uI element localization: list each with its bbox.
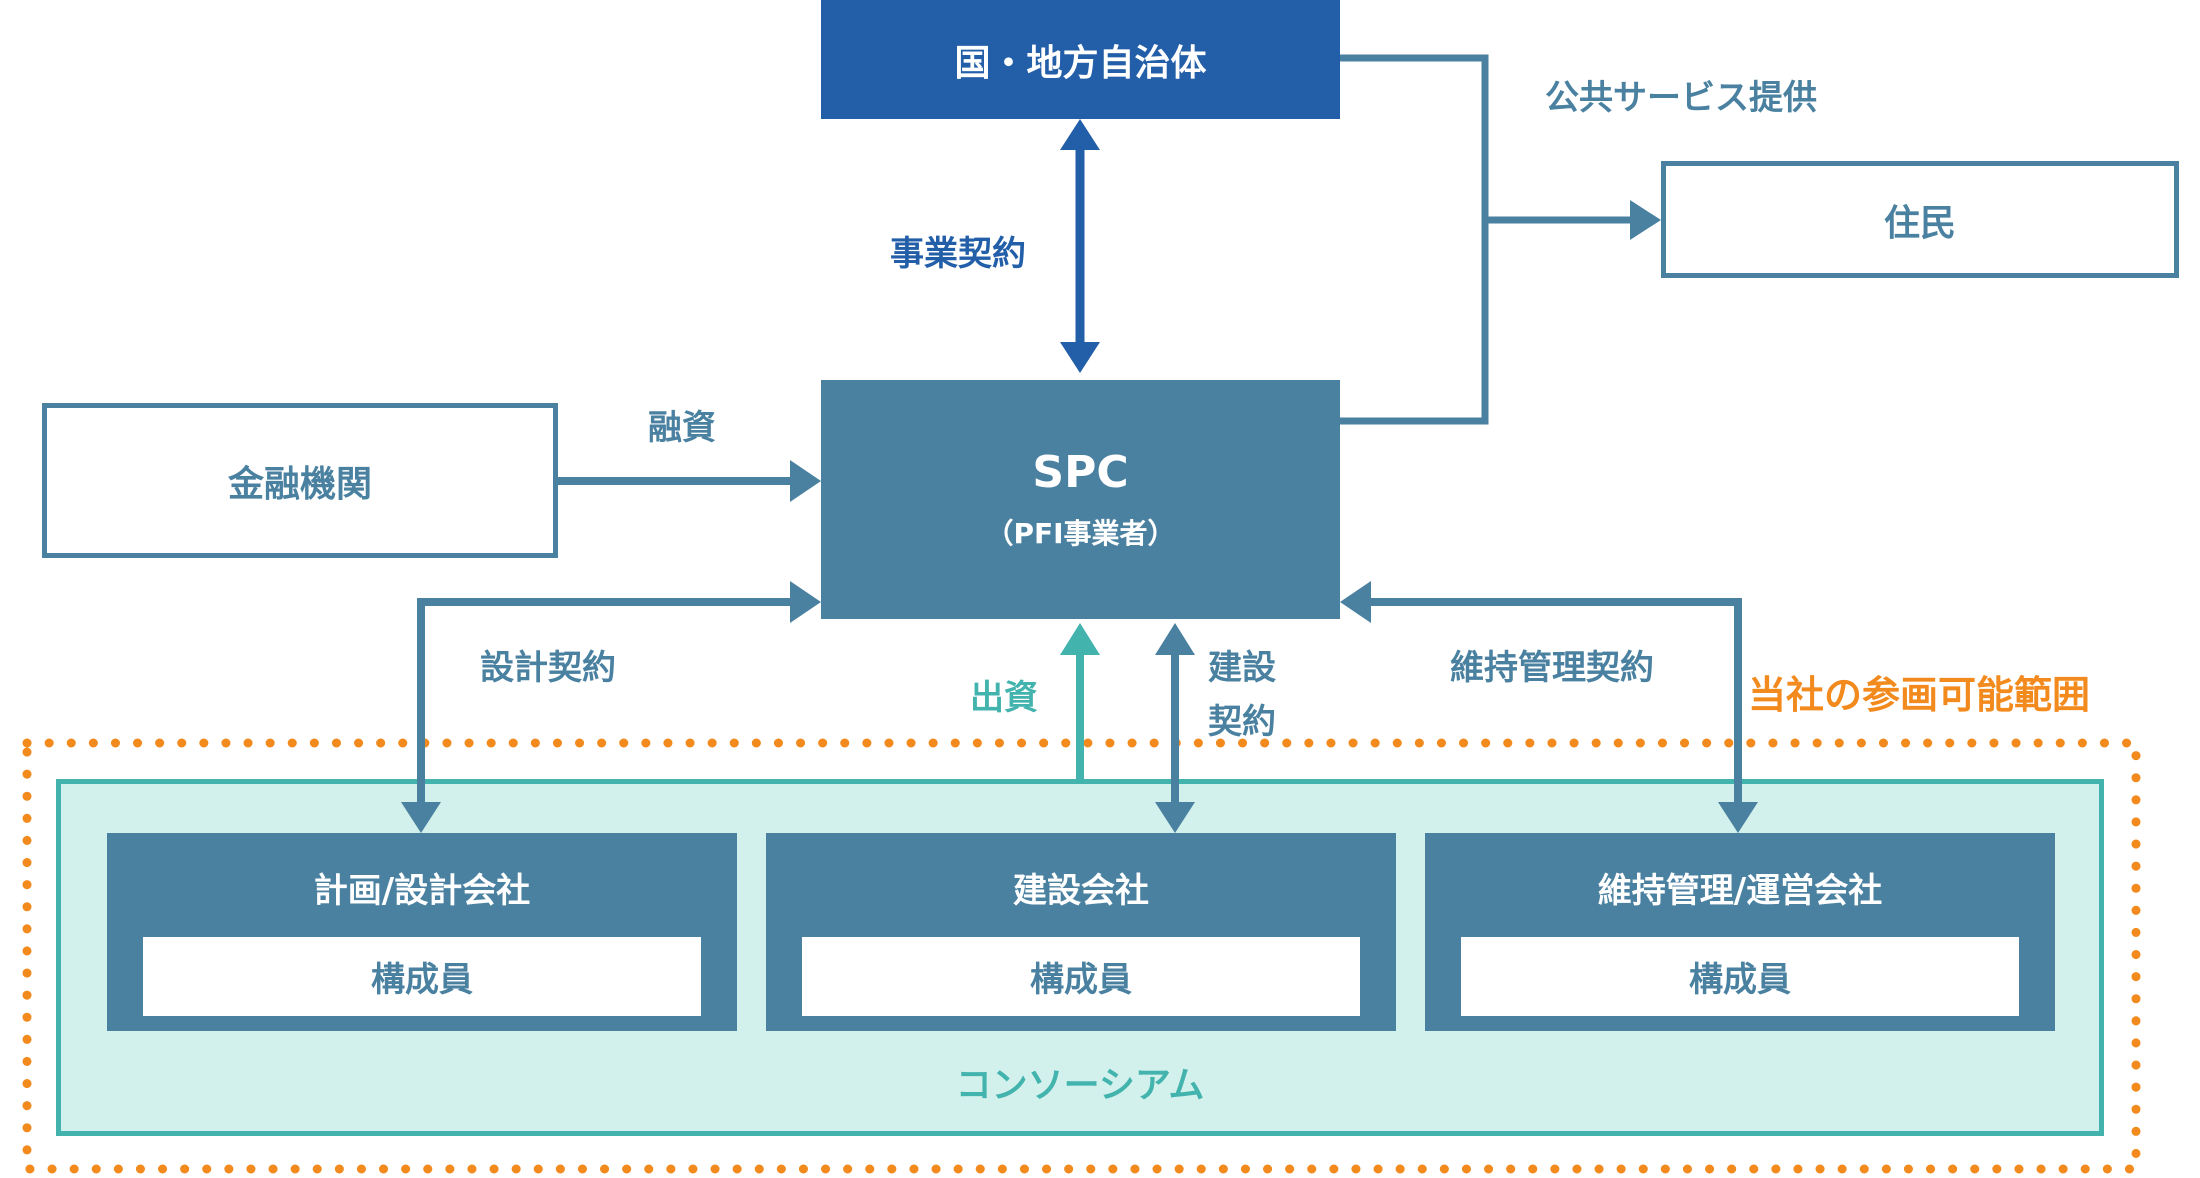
business-contract-label: 事業契約 [890, 234, 1026, 274]
company-name: 維持管理/運営会社 [1597, 871, 1883, 911]
construction-contract-arrow [1155, 623, 1195, 833]
company-construction: 建設会社 構成員 [766, 833, 1396, 1031]
investment-label: 出資 [970, 678, 1038, 718]
residents-node: 住民 [1661, 161, 2179, 278]
company-maintenance-operation: 維持管理/運営会社 構成員 [1425, 833, 2055, 1031]
member-box: 構成員 [143, 937, 701, 1016]
design-contract-arrow [401, 581, 821, 833]
member-box: 構成員 [802, 937, 1360, 1016]
construction-contract-label-2: 契約 [1208, 702, 1276, 742]
construction-contract-label-1: 建設 [1208, 648, 1276, 688]
government-node: 国・地方自治体 [821, 0, 1340, 119]
maintenance-contract-label: 維持管理契約 [1450, 648, 1654, 688]
business-contract-arrow [1060, 119, 1100, 373]
company-name: 建設会社 [1013, 871, 1149, 911]
public-service-arrow [1340, 54, 1661, 425]
consortium-label: コンソーシアム [955, 1065, 1205, 1106]
financing-label: 融資 [648, 408, 716, 448]
investment-arrow [1060, 623, 1100, 782]
participation-scope-label: 当社の参画可能範囲 [1748, 673, 2091, 717]
company-planning-design: 計画/設計会社 構成員 [107, 833, 737, 1031]
spc-node: SPC （PFI事業者） [821, 380, 1340, 619]
member-box: 構成員 [1461, 937, 2019, 1016]
financing-arrow [558, 460, 821, 502]
financial-institution-node: 金融機関 [42, 403, 558, 558]
design-contract-label: 設計契約 [480, 648, 616, 688]
public-service-label: 公共サービス提供 [1545, 78, 1817, 118]
spc-title: SPC [1032, 447, 1129, 498]
maintenance-contract-arrow [1340, 581, 1758, 833]
company-name: 計画/設計会社 [313, 871, 531, 911]
spc-subtitle: （PFI事業者） [985, 517, 1176, 550]
